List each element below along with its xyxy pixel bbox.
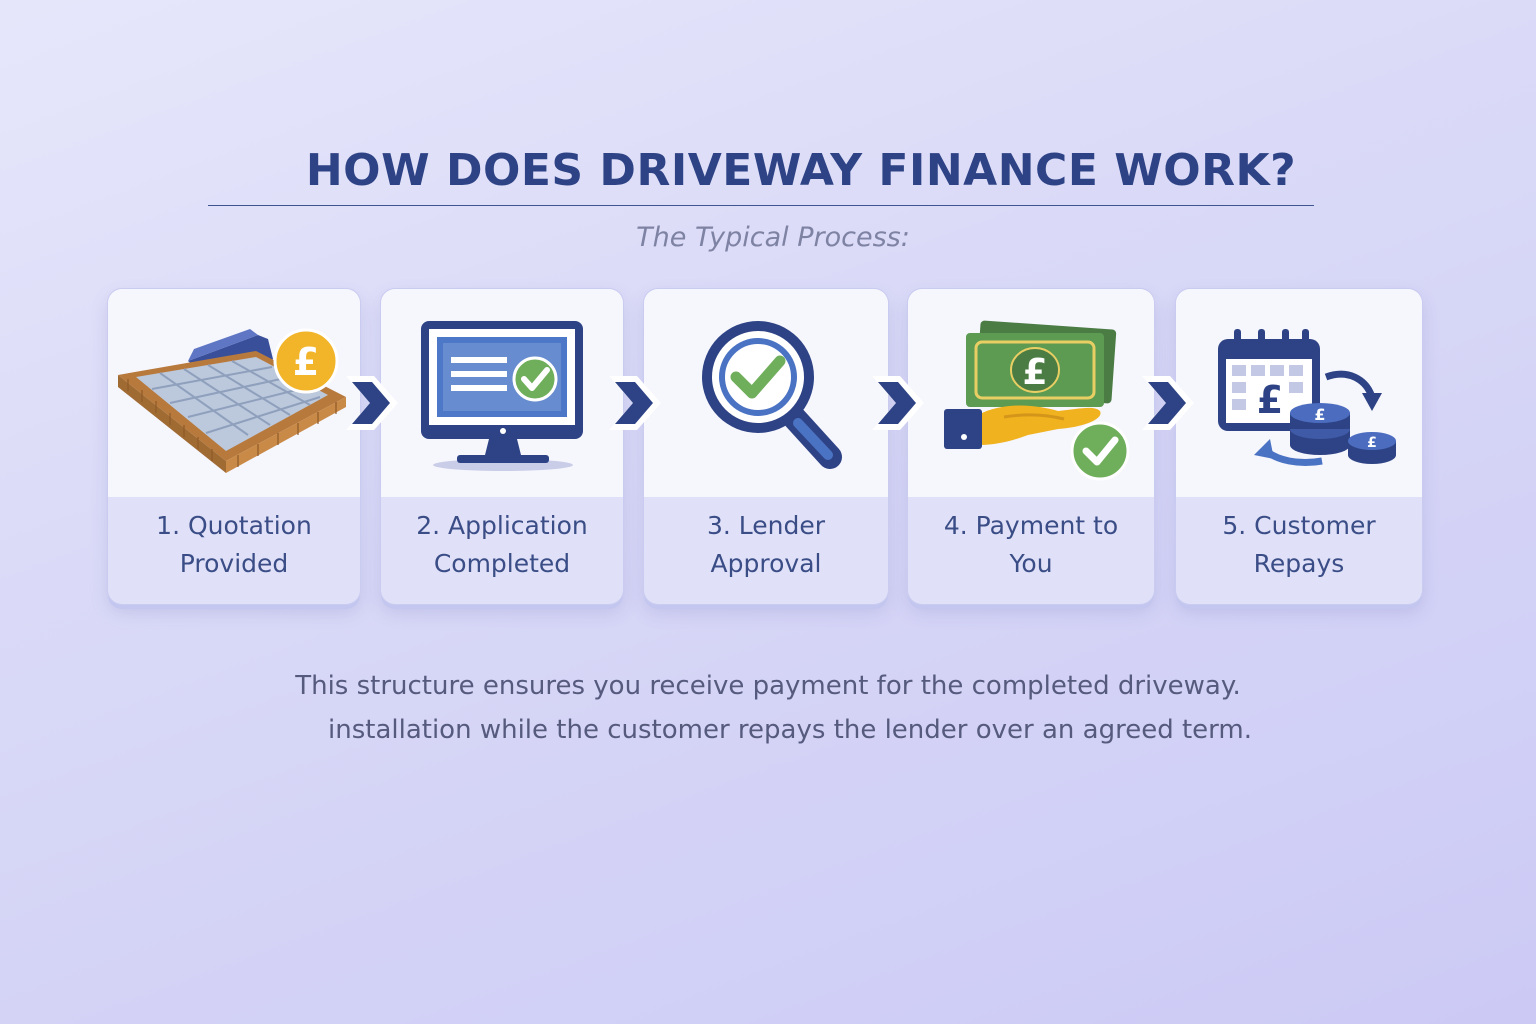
step-card-3: 3. Lender Approval <box>644 289 888 604</box>
calendar-coins-icon: £ £ £ <box>1218 329 1396 466</box>
step-label-1: 1. Quotation Provided <box>156 511 312 578</box>
step-card-2: 2. Application Completed <box>381 289 623 604</box>
computer-monitor-icon <box>421 321 583 471</box>
step-label-2: 2. Application Completed <box>416 511 588 578</box>
magnifying-glass-icon <box>702 321 842 469</box>
banknote-hand-icon: £ <box>944 320 1130 481</box>
step-label-5: 5. Customer Repays <box>1222 511 1376 578</box>
step-label-3: 3. Lender Approval <box>706 511 826 578</box>
footer-line-1: This structure ensures you receive payme… <box>295 671 1241 701</box>
svg-text:£: £ <box>1022 352 1047 393</box>
svg-text:£: £ <box>1257 378 1283 422</box>
chevron-right-icon <box>609 376 661 430</box>
page-title: HOW DOES DRIVEWAY FINANCE WORK? <box>305 145 1297 196</box>
chevron-right-icon <box>872 376 924 430</box>
chevron-right-icon <box>346 376 398 430</box>
footer-line-2: installation while the customer repays t… <box>328 715 1252 745</box>
step-card-1: £ 1. Quotation Provided <box>108 289 360 604</box>
page-subtitle: The Typical Process: <box>636 222 910 253</box>
driveway-paving-icon: £ <box>118 328 346 473</box>
title-divider <box>208 205 1314 206</box>
footer-description: This structure ensures you receive payme… <box>200 664 1336 752</box>
svg-text:£: £ <box>1367 435 1377 451</box>
chevron-right-icon <box>1142 376 1194 430</box>
step-label-4: 4. Payment to You <box>943 511 1119 578</box>
svg-text:£: £ <box>1314 405 1325 424</box>
step-card-4: £ 4. Payment to You <box>908 289 1154 604</box>
svg-text:£: £ <box>293 340 319 384</box>
step-card-5: £ £ £ 5. Customer Repays <box>1176 289 1422 604</box>
